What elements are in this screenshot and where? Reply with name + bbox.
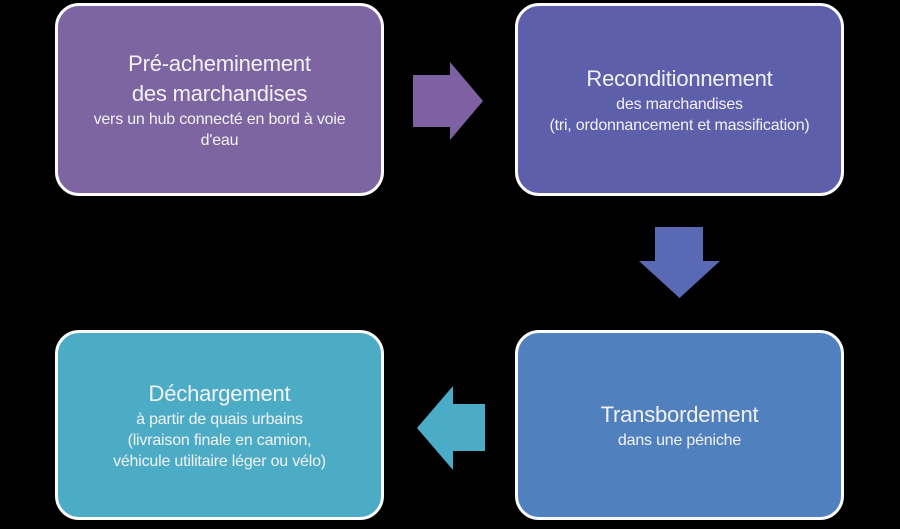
- arrow-left-shape: [417, 386, 485, 470]
- step-subtitle-line: vers un hub connecté en bord à voie: [93, 110, 346, 128]
- step-subtitle-line: (livraison finale en camion,: [127, 431, 312, 449]
- arrow-down-shape: [639, 227, 720, 298]
- step-title-line: Déchargement: [148, 380, 291, 406]
- step-box-reconditionnement: Reconditionnement des marchandises (tri,…: [515, 3, 844, 196]
- step-title-line: Reconditionnement: [586, 65, 773, 91]
- step-subtitle-line: (tri, ordonnancement et massification): [549, 116, 810, 134]
- step-subtitle-line: véhicule utilitaire léger ou vélo): [113, 452, 326, 470]
- arrow-right-shape: [413, 62, 483, 140]
- arrow-right-icon: [413, 62, 483, 140]
- step-subtitle-line: d'eau: [200, 131, 239, 149]
- step-title-line: Transbordement: [600, 401, 759, 427]
- step-box-pre-acheminement: Pré-acheminement des marchandises vers u…: [55, 3, 384, 196]
- step-title-line: Pré-acheminement: [128, 50, 311, 76]
- arrow-down-icon: [639, 227, 720, 298]
- step-subtitle-line: des marchandises: [616, 95, 743, 113]
- step-subtitle-line: à partir de quais urbains: [136, 410, 303, 428]
- arrow-left-icon: [417, 386, 485, 470]
- step-title-line: des marchandises: [131, 80, 308, 106]
- step-box-dechargement: Déchargement à partir de quais urbains (…: [55, 330, 384, 520]
- step-subtitle-line: dans une péniche: [617, 431, 742, 449]
- step-box-transbordement: Transbordement dans une péniche: [515, 330, 844, 520]
